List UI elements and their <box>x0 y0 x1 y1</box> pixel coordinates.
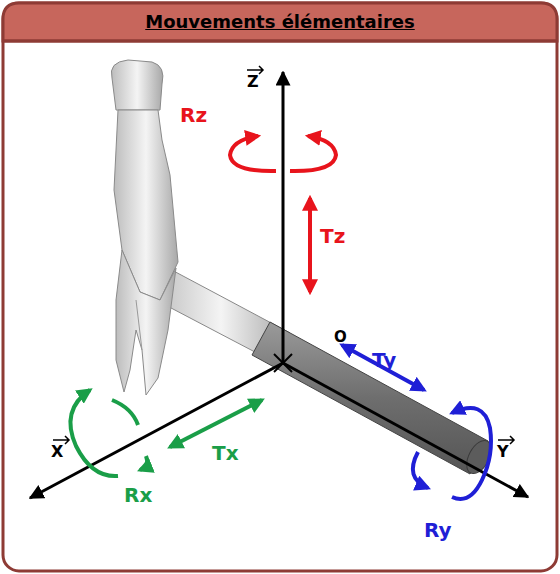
vector-arrows <box>53 66 514 444</box>
translation-z <box>308 198 312 292</box>
rotation-z <box>230 136 336 171</box>
rotation-y <box>413 408 491 499</box>
translation-y <box>342 345 424 390</box>
translation-x <box>170 400 262 447</box>
origin-label: O <box>334 330 347 345</box>
axis-label: X <box>51 444 63 460</box>
title: Mouvements élémentaires <box>0 11 560 32</box>
origin-mark <box>274 354 292 372</box>
motion-label: Ry <box>424 520 452 540</box>
axis-label: Y <box>497 444 509 460</box>
motion-label: Rz <box>180 105 207 125</box>
motion-label: Ty <box>372 350 396 370</box>
hammer <box>111 60 496 478</box>
rotation-x <box>70 390 147 476</box>
frame <box>3 3 557 571</box>
axis-label: Z <box>247 74 259 90</box>
motion-label: Rx <box>124 485 152 505</box>
axes <box>30 72 528 498</box>
motion-label: Tx <box>212 443 239 463</box>
motion-label: Tz <box>320 226 345 246</box>
